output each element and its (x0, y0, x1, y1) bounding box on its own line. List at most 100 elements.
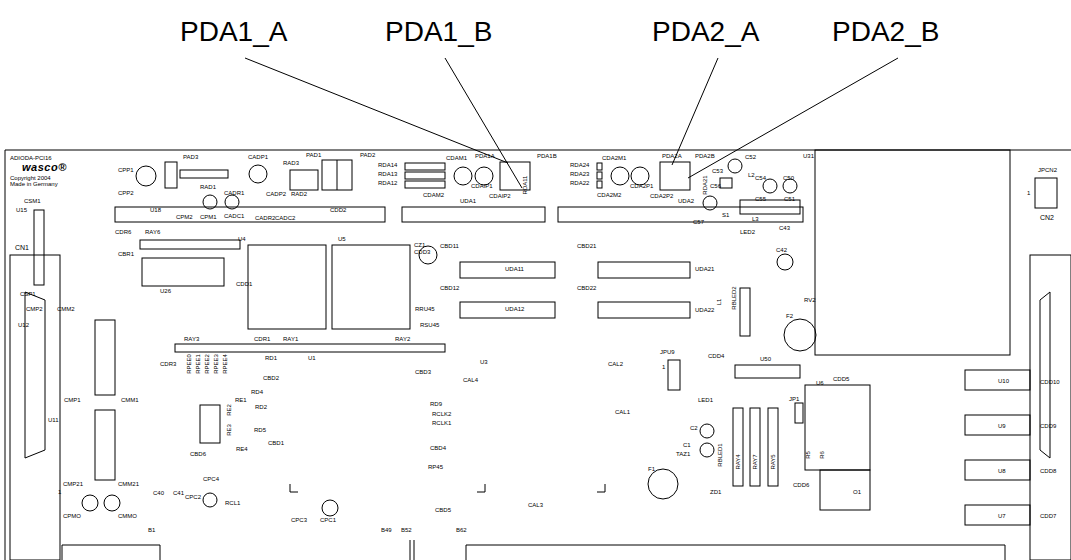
part-label: CMP2 (26, 306, 43, 312)
db-connector (1040, 292, 1050, 458)
part-label: CDAM1 (446, 155, 467, 161)
resistor (597, 172, 602, 179)
corner-mark (477, 484, 485, 492)
ic-package (598, 302, 690, 318)
leader-line (672, 58, 718, 165)
part-label: CPM1 (200, 214, 217, 220)
part-label: RE4 (236, 446, 248, 452)
ic-package (460, 262, 555, 278)
part-label: CDA2P2 (650, 193, 673, 199)
part-label: CDD4 (708, 353, 724, 359)
part-label: CADP1 (248, 154, 268, 160)
ic-package (965, 415, 1030, 435)
part-label: F1 (648, 466, 655, 472)
part-label: 1 (1027, 190, 1030, 196)
part-label: C54 (755, 175, 766, 181)
fuse (648, 469, 678, 499)
relay (200, 405, 220, 443)
db-connector (10, 255, 60, 560)
part-label: RCLK2 (432, 411, 451, 417)
part-label: PAD3 (183, 154, 198, 160)
part-label: RE2 (226, 404, 232, 416)
part-label: CBD21 (577, 243, 596, 249)
part-label: C42 (776, 247, 787, 253)
resistor-array (175, 344, 445, 352)
db-connector (25, 292, 45, 458)
corner-mark (290, 484, 298, 492)
part-label: CAL2 (608, 361, 623, 367)
part-label: U50 (760, 356, 771, 362)
part-label: PDA2B (695, 153, 715, 159)
part-label: U1 (308, 355, 316, 361)
part-label: RD5 (254, 427, 266, 433)
part-label: B1 (148, 527, 155, 533)
pci-key (410, 540, 411, 560)
part-label: CBD2 (263, 375, 279, 381)
part-label: C57 (693, 219, 704, 225)
part-label: L2 (748, 172, 755, 178)
part-label: CBD3 (415, 369, 431, 375)
shield (815, 150, 1010, 355)
part-label: B62 (456, 527, 467, 533)
part-label: Made in Germany (10, 181, 58, 187)
part-label: CDD3 (414, 249, 430, 255)
part-label: RDA11 (522, 176, 528, 195)
part-label: RDA21 (702, 175, 708, 194)
part-label: RAY1 (283, 336, 298, 342)
part-label: JPU9 (660, 349, 675, 355)
part-label: RAY6 (145, 229, 160, 235)
part-label: CDAM2 (423, 192, 444, 198)
part-label: RD1 (265, 355, 277, 361)
corner-mark (597, 484, 605, 492)
part-label: CDA2M2 (597, 192, 621, 198)
part-label: RD9 (430, 401, 442, 407)
part-label: CDD5 (833, 376, 849, 382)
part-label: L3 (752, 216, 759, 222)
part-label: LED1 (698, 397, 713, 403)
part-label: CBD12 (440, 285, 459, 291)
part-label: CMM21 (118, 481, 139, 487)
resistor (405, 172, 445, 179)
pci-edge (62, 545, 160, 560)
ic-package (142, 258, 224, 286)
ic-package (95, 320, 115, 395)
part-label: JPCN2 (1038, 167, 1057, 173)
part-label: CDR6 (115, 229, 131, 235)
part-label: RAY7 (752, 454, 758, 469)
ic-package (805, 385, 870, 470)
part-label: U26 (160, 288, 171, 294)
part-label: U31 (803, 153, 814, 159)
part-label: CPC3 (291, 517, 307, 523)
part-label: U15 (16, 207, 27, 213)
part-label: U10 (998, 378, 1009, 384)
fuse (784, 319, 816, 351)
resistor (597, 181, 602, 188)
part-label: CPC4 (203, 476, 219, 482)
part-label: CPP2 (118, 190, 134, 196)
ic-package (965, 370, 1030, 390)
pad-divider (337, 160, 338, 190)
part-label: CBD5 (435, 507, 451, 513)
resistor-array (733, 408, 743, 486)
part-label: CADR1 (224, 190, 244, 196)
part-label: C1 (683, 442, 691, 448)
part-label: RD2 (255, 404, 267, 410)
part-label: 1 (662, 364, 665, 370)
part-label: RAY2 (395, 336, 410, 342)
part-label: CDAIP1 (471, 183, 493, 189)
part-label: CAL3 (528, 502, 543, 508)
part-label: RP45 (428, 464, 443, 470)
part-label: CDD1 (236, 281, 252, 287)
pin-header (115, 207, 385, 222)
part-label: RPEE3 (213, 354, 219, 374)
jumper (1035, 178, 1057, 208)
ic-package (95, 410, 115, 480)
part-label: RE1 (235, 397, 247, 403)
part-label: CBD22 (577, 285, 596, 291)
logo-text: wasco® (22, 162, 67, 173)
part-label: CMM2 (57, 306, 75, 312)
part-label: Copyright 2004 (10, 175, 51, 181)
ic-package (965, 460, 1030, 480)
part-label: LED2 (740, 229, 755, 235)
part-label: CDAIP2 (489, 193, 511, 199)
